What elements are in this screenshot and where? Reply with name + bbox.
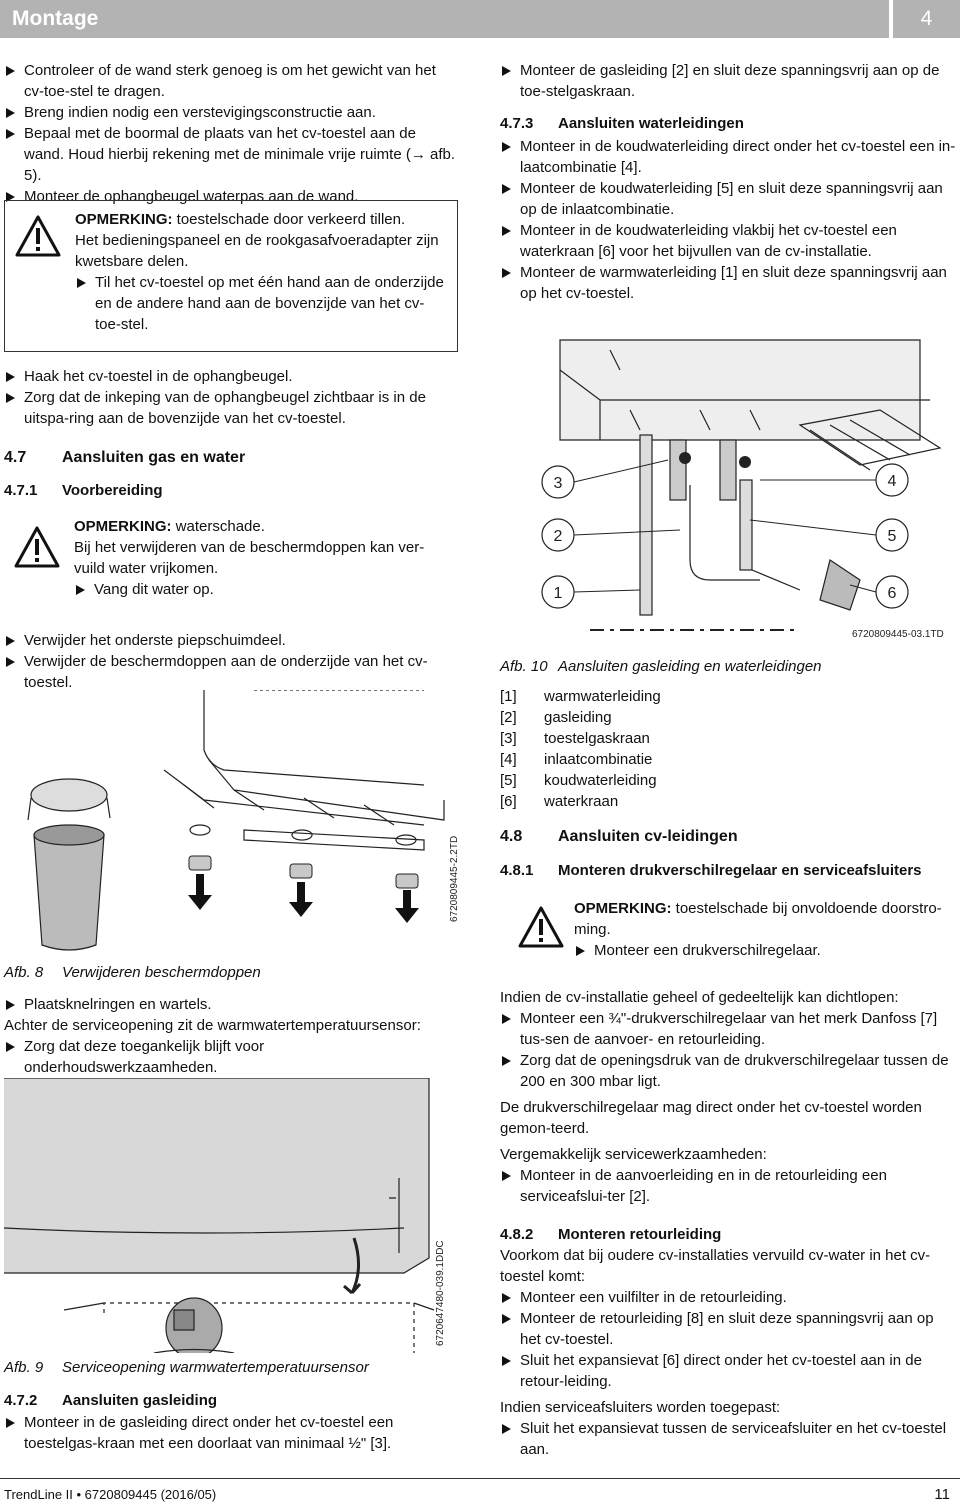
list-item: Zorg dat de openingsdruk van de drukvers… (500, 1050, 956, 1092)
list-item: Monteer in de koudwaterleiding vlakbij h… (500, 220, 956, 262)
paragraph: Indien serviceafsluiters worden toegepas… (500, 1399, 781, 1416)
list-item: Breng indien nodig een verstevigingscons… (4, 102, 460, 123)
left-instructions-5: Monteer in de gasleiding direct onder he… (4, 1412, 460, 1454)
warning-icon (518, 906, 564, 948)
warning-icon (14, 526, 60, 568)
list-item: Monteer de warmwaterleiding [1] en sluit… (500, 262, 956, 304)
notice-title: OPMERKING: toestelschade door verkeerd t… (75, 211, 406, 228)
list-item: Monteer in de koudwaterleiding direct on… (500, 136, 956, 178)
callout-label: 5 (888, 528, 897, 545)
notice-bullet: Til het cv-toestel op met één hand aan d… (75, 272, 449, 335)
legend-row: [4]inlaatcombinatie (500, 751, 653, 768)
callout-label: 3 (554, 475, 563, 492)
footer-product: TrendLine II • 6720809445 (2016/05) (4, 1487, 217, 1502)
footer-page-number: 11 (934, 1486, 950, 1503)
right-instructions-3: Indien de cv-installatie geheel of gedee… (500, 987, 956, 1207)
notice-flow: OPMERKING: toestelschade bij onvoldoende… (500, 890, 956, 970)
notice-text: Het bedieningspaneel en de rookgasafvoer… (75, 232, 439, 270)
warning-icon (15, 215, 61, 257)
figure-8: 6720809445-2.2TD (4, 689, 460, 955)
list-item: Sluit het expansievat tussen de servicea… (500, 1418, 956, 1460)
list-item: Verwijder het onderste piepschuimdeel. (4, 630, 460, 651)
figure-8-code: 6720809445-2.2TD (449, 835, 460, 922)
list-item: Zorg dat de inkeping van de ophangbeugel… (4, 387, 460, 429)
list-item: Monteer in de aanvoerleiding en in de re… (500, 1165, 956, 1207)
list-item: Plaatsknelringen en wartels. (4, 994, 460, 1015)
legend-row: [5]koudwaterleiding (500, 772, 657, 789)
callout-label: 2 (554, 528, 563, 545)
chapter-title: Montage (0, 0, 889, 38)
list-item: Monteer een vuilfilter in de retourleidi… (500, 1287, 956, 1308)
figure-8-illustration (27, 689, 445, 951)
footer-divider (0, 1478, 960, 1479)
figure-9-illustration (3, 1077, 435, 1359)
paragraph: Voorkom dat bij oudere cv-installaties v… (500, 1247, 931, 1285)
paragraph: Vergemakkelijk servicewerkzaamheden: (500, 1146, 767, 1163)
left-instructions-1: Controleer of de wand sterk genoeg is om… (4, 60, 460, 207)
figure-10-legend: [1]warmwaterleiding [2]gasleiding [3]toe… (500, 686, 956, 812)
list-item: Monteer de koudwaterleiding [5] en sluit… (500, 178, 956, 220)
list-item: Verwijder de beschermdoppen aan de onder… (4, 651, 460, 693)
figure-9-code: 6720647480-039.1DDC (435, 1240, 446, 1346)
left-instructions-4: Plaatsknelringen en wartels. Achter de s… (4, 994, 460, 1078)
legend-row: [3]toestelgaskraan (500, 730, 650, 747)
list-item: Monteer in de gasleiding direct onder he… (4, 1412, 460, 1454)
list-item: Monteer de gasleiding [2] en sluit deze … (500, 60, 956, 102)
list-item: Haak het cv-toestel in de ophangbeugel. (4, 366, 460, 387)
list-item: Bepaal met de boormal de plaats van het … (4, 123, 460, 186)
callout-label: 1 (554, 585, 563, 602)
callout-label: 6 (888, 585, 897, 602)
list-item: Controleer of de wand sterk genoeg is om… (4, 60, 460, 102)
figure-9: 6720647480-039.1DDC (3, 1077, 460, 1359)
notice-title: OPMERKING: toestelschade bij onvoldoende… (574, 900, 942, 938)
paragraph: Achter de serviceopening zit de warmwate… (4, 1017, 421, 1034)
notice-title: OPMERKING: waterschade. (74, 518, 265, 535)
notice-bullet: Vang dit water op. (74, 579, 450, 600)
figure-10-illustration: 3 4 2 5 1 6 (541, 339, 942, 631)
list-item: Sluit het expansievat [6] direct onder h… (500, 1350, 956, 1392)
notice-text: Bij het verwijderen van de beschermdoppe… (74, 539, 425, 577)
legend-row: [6]waterkraan (500, 793, 619, 810)
right-instructions-4: Voorkom dat bij oudere cv-installaties v… (500, 1245, 956, 1460)
legend-row: [1]warmwaterleiding (500, 688, 661, 705)
left-instructions-2: Haak het cv-toestel in de ophangbeugel. … (4, 366, 460, 429)
figure-10: 3 4 2 5 1 6 6720809445-03.1TD (500, 330, 956, 640)
right-instructions-1: Monteer de gasleiding [2] en sluit deze … (500, 60, 956, 102)
notice-bullet: Monteer een drukverschilregelaar. (574, 940, 948, 961)
left-instructions-3: Verwijder het onderste piepschuimdeel. V… (4, 630, 460, 693)
list-item: Monteer de retourleiding [8] en sluit de… (500, 1308, 956, 1350)
chapter-number: 4 (893, 0, 960, 38)
legend-row: [2]gasleiding (500, 709, 612, 726)
paragraph: Indien de cv-installatie geheel of gedee… (500, 989, 899, 1006)
right-instructions-2: Monteer in de koudwaterleiding direct on… (500, 136, 956, 304)
list-item: Zorg dat deze toegankelijk blijft voor o… (4, 1036, 460, 1078)
paragraph: De drukverschilregelaar mag direct onder… (500, 1099, 922, 1137)
notice-water: OPMERKING: waterschade. Bij het verwijde… (4, 508, 458, 616)
list-item: Monteer een ¾"-drukverschilregelaar van … (500, 1008, 956, 1050)
figure-10-code: 6720809445-03.1TD (852, 629, 944, 640)
callout-label: 4 (888, 473, 897, 490)
notice-lifting: OPMERKING: toestelschade door verkeerd t… (4, 200, 458, 352)
